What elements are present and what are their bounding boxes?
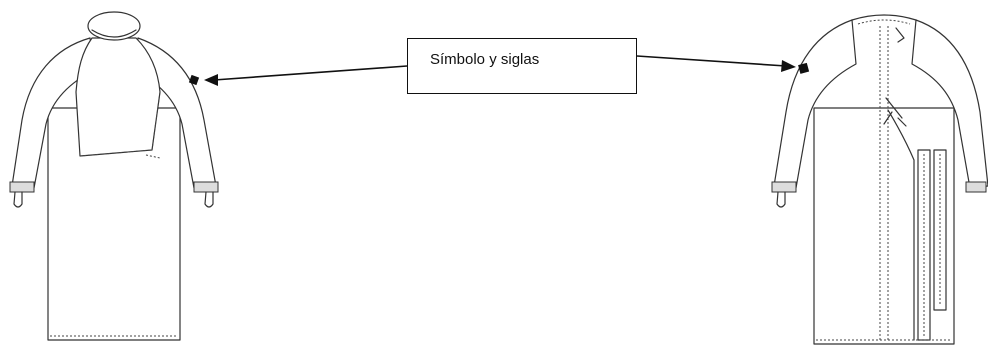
right-gown-left-sleeve	[773, 19, 857, 189]
left-gown-collar	[87, 11, 141, 41]
right-gown-symbol-mark	[798, 62, 810, 74]
arrow-to-left-mark	[213, 65, 408, 81]
left-gown-cuff-left	[9, 181, 35, 193]
right-gown-icon	[771, 14, 988, 345]
callout-label: Símbolo y siglas	[430, 51, 540, 68]
arrow-to-right-mark	[636, 55, 787, 67]
right-gown-cuff-left	[771, 181, 797, 193]
left-gown-symbol-mark	[188, 74, 200, 86]
right-gown-cuff-right	[965, 181, 987, 193]
arrowhead-right	[781, 60, 796, 72]
left-gown-cuff-right	[193, 181, 219, 193]
arrowhead-left	[204, 74, 218, 86]
callout-arrows	[204, 55, 796, 86]
right-gown-body	[813, 107, 955, 345]
callout-box: Símbolo y siglas	[407, 38, 637, 94]
left-gown-yoke	[75, 37, 161, 157]
right-gown-right-sleeve	[911, 19, 988, 189]
left-gown-icon	[9, 11, 219, 341]
